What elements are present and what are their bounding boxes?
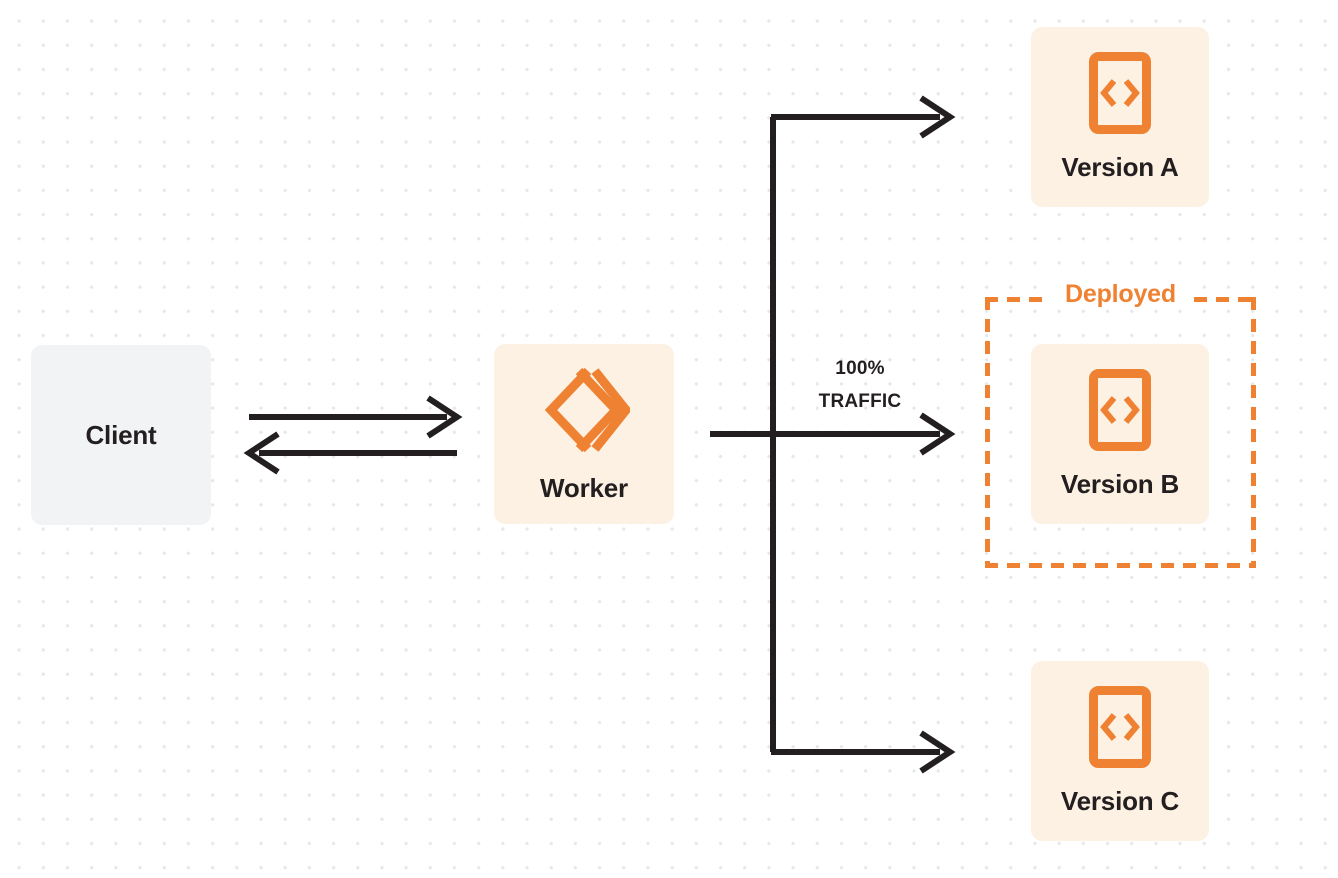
edge-worker-to-version-a xyxy=(771,95,956,139)
node-version-a[interactable]: Version A xyxy=(1031,27,1209,207)
deployed-border-left xyxy=(985,297,990,568)
edge-worker-to-version-c xyxy=(771,730,956,774)
node-client-label: Client xyxy=(85,419,157,450)
edge-client-to-worker xyxy=(249,395,463,439)
edge-worker-to-version-b xyxy=(919,412,956,456)
node-version-c-label: Version C xyxy=(1060,785,1180,816)
node-client[interactable]: Client xyxy=(31,345,211,525)
traffic-word-label: TRAFFIC xyxy=(818,391,902,412)
code-file-icon xyxy=(1089,51,1151,134)
edge-worker-to-client xyxy=(243,431,457,475)
code-file-icon xyxy=(1089,685,1151,768)
deployed-border-top-right xyxy=(1194,297,1256,302)
node-version-a-label: Version A xyxy=(1061,151,1179,182)
cloudflare-workers-logo-icon xyxy=(538,365,630,455)
deployed-border-top-left xyxy=(985,297,1047,302)
traffic-percentage-label: 100% TRAFFIC xyxy=(790,352,930,418)
deployed-group-frame: Deployed xyxy=(985,280,1256,568)
node-version-c[interactable]: Version C xyxy=(1031,661,1209,841)
node-version-b-label: Version B xyxy=(1060,468,1180,499)
node-version-b[interactable]: Version B xyxy=(1031,344,1209,524)
code-file-icon xyxy=(1089,368,1151,451)
traffic-percent-value: 100% xyxy=(835,358,885,379)
edge-worker-branch-trunk xyxy=(710,117,940,752)
node-worker-label: Worker xyxy=(540,472,628,503)
deployed-border-right xyxy=(1251,297,1256,568)
deployed-border-bottom xyxy=(985,563,1256,568)
node-worker[interactable]: Worker xyxy=(494,344,674,524)
deployed-group-label: Deployed xyxy=(1055,280,1186,309)
